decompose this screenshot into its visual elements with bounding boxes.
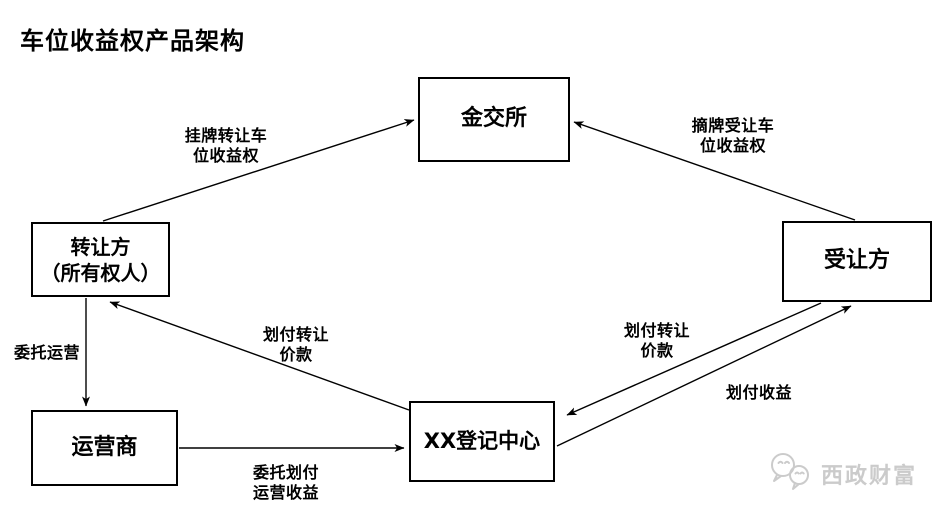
node-operator: 运营商 [31, 410, 178, 486]
node-registry: XX登记中心 [409, 401, 555, 482]
arrow-pay-transfer-price-to-transferor [109, 301, 410, 411]
edge-label-pay-revenue: 划付收益 [725, 383, 793, 402]
arrow-pay-revenue [556, 305, 852, 447]
edge-label-pay-transfer-price-to-registry: 划付转让 价款 [623, 321, 691, 360]
watermark: 西政财富 [768, 451, 917, 497]
edge-label-list-transfer: 挂牌转让车 位收益权 [184, 126, 268, 165]
arrow-pay-transfer-price-to-registry [566, 302, 822, 416]
edge-label-delist-accept: 摘牌受让车 位收益权 [691, 116, 775, 155]
node-transferee: 受让方 [782, 221, 932, 302]
watermark-brand-text: 西政财富 [821, 464, 918, 489]
edge-label-pay-transfer-price-to-transferor: 划付转让 价款 [262, 325, 330, 364]
edge-label-entrust-operation: 委托运营 [13, 343, 81, 362]
node-transferor: 转让方 （所有权人） [31, 222, 170, 297]
node-exchange: 金交所 [418, 77, 570, 162]
edge-label-entrust-pay-operation-revenue: 委托划付 运营收益 [252, 463, 320, 502]
arrow-delist-accept [573, 121, 856, 221]
wechat-bubbles-icon [768, 451, 814, 497]
arrow-list-transfer [102, 119, 415, 222]
diagram-title: 车位收益权产品架构 [20, 27, 245, 55]
